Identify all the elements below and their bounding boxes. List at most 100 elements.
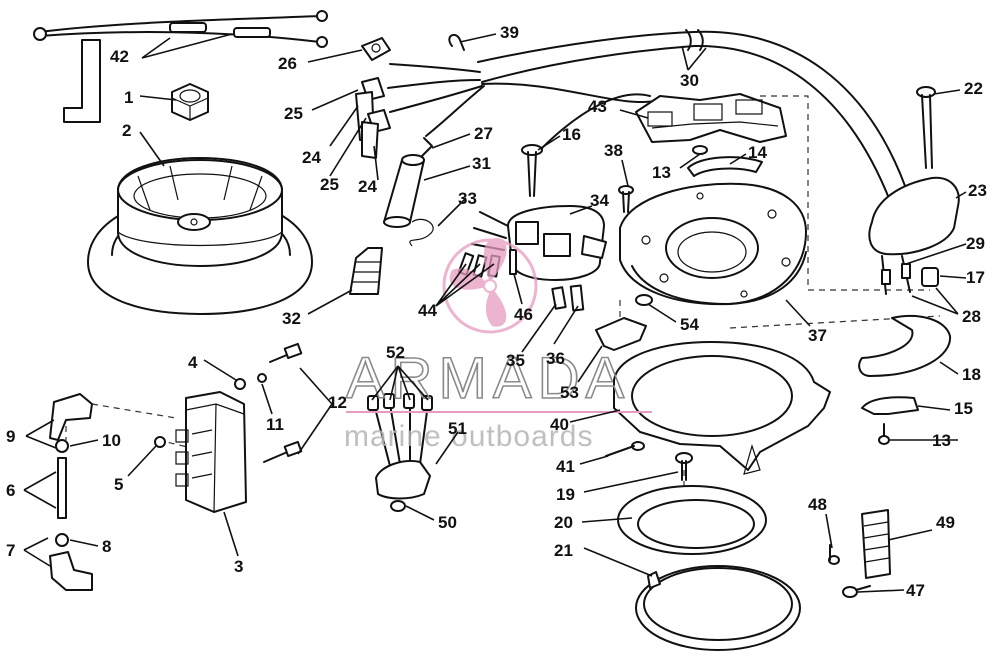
part-22-bolt (916, 86, 936, 169)
part-53-sensor (595, 317, 647, 351)
callout-32: 32 (282, 309, 301, 328)
callout-3: 3 (234, 557, 243, 576)
part-4-5-11-12-hardware (154, 342, 303, 463)
callout-27: 27 (474, 124, 493, 143)
part-1-flywheel-nut (171, 83, 209, 121)
callout-1: 1 (124, 88, 133, 107)
part-9-10-boot (49, 393, 93, 453)
part-27-wire-terminal (419, 137, 433, 159)
leader-lines (23, 33, 967, 593)
part-3-power-pack (175, 391, 247, 513)
callout-39: 39 (500, 23, 519, 42)
part-48-screw (828, 544, 840, 565)
callout-33: 33 (458, 189, 477, 208)
part-54-screw (635, 294, 653, 306)
part-47-screw (842, 585, 871, 598)
callout-23: 23 (968, 181, 987, 200)
callout-15: 15 (954, 399, 973, 418)
callout-34: 34 (590, 191, 609, 210)
part-24-25-spark-plug-boots (355, 77, 391, 159)
callout-40: 40 (550, 415, 569, 434)
part-50-51-52-rectifier (367, 393, 433, 512)
callout-43: 43 (588, 97, 607, 116)
callout-13-upper: 13 (652, 163, 671, 182)
part-14-retainer (687, 156, 763, 177)
watermark-brand: ARMADA (346, 346, 630, 411)
callout-12: 12 (328, 393, 347, 412)
callout-24-lower: 24 (358, 177, 377, 196)
part-23-housing (868, 176, 960, 256)
callout-46: 46 (514, 305, 533, 324)
callout-38: 38 (604, 141, 623, 160)
callout-18: 18 (962, 365, 981, 384)
callout-29: 29 (966, 234, 985, 253)
callout-28: 28 (962, 307, 981, 326)
callout-48: 48 (808, 495, 827, 514)
callout-11: 11 (266, 415, 284, 434)
part-41-screw (605, 441, 645, 457)
part-39-clip (448, 33, 465, 51)
part-32-boot (349, 247, 383, 295)
callout-26: 26 (278, 54, 297, 73)
part-19-screw (675, 452, 693, 481)
part-2-flywheel (87, 157, 313, 315)
part-37-armature-plate (619, 182, 807, 306)
callout-14: 14 (748, 143, 767, 162)
callout-2: 2 (122, 121, 131, 140)
callout-25-upper: 25 (284, 104, 303, 123)
callout-13-lower: 13 (932, 431, 951, 450)
callout-42: 42 (110, 47, 129, 66)
part-6-jumper (57, 457, 67, 519)
callout-21: 21 (554, 541, 573, 560)
callout-44: 44 (418, 301, 437, 320)
part-15-clamp (861, 396, 919, 415)
part-13-screw-lower (878, 423, 890, 445)
part-38-screw (618, 185, 634, 213)
armada-watermark: ARMADA marine outboards (344, 237, 652, 453)
callout-37: 37 (808, 326, 827, 345)
callout-36: 36 (546, 349, 565, 368)
part-21-ring (635, 565, 801, 651)
callout-54: 54 (680, 315, 699, 334)
part-31-sleeve (383, 154, 425, 228)
callout-20: 20 (554, 513, 573, 532)
callout-24-upper: 24 (302, 148, 321, 167)
callout-52: 52 (386, 343, 405, 362)
callout-25-lower: 25 (320, 175, 339, 194)
callout-8: 8 (102, 537, 111, 556)
callout-4: 4 (188, 353, 198, 372)
part-42-wire-harness (33, 10, 328, 123)
part-33-ground-wire (409, 218, 434, 247)
part-26-ring-terminal (361, 37, 391, 61)
part-40-retainer-plate (613, 341, 831, 475)
callout-7: 7 (6, 541, 15, 560)
callout-50: 50 (438, 513, 457, 532)
part-43-timer-base (635, 93, 787, 143)
callout-6: 6 (6, 481, 15, 500)
part-18-shield (858, 315, 952, 377)
callout-10: 10 (102, 431, 121, 450)
part-13-screw-upper (692, 145, 708, 155)
callout-17: 17 (966, 268, 985, 287)
watermark-tagline: marine outboards (344, 420, 593, 453)
part-20-ring (617, 485, 767, 555)
callout-49: 49 (936, 513, 955, 532)
callout-16: 16 (562, 125, 581, 144)
part-7-8-boot (49, 533, 93, 591)
callout-22: 22 (964, 79, 983, 98)
callout-19: 19 (556, 485, 575, 504)
callout-47: 47 (906, 581, 925, 600)
callout-numbers: 42 1 2 26 39 30 25 24 25 24 27 31 33 16 … (6, 23, 987, 600)
callout-30: 30 (680, 71, 699, 90)
part-17-28-29-terminals (881, 255, 939, 295)
callout-51: 51 (448, 419, 467, 438)
part-16-screw (521, 144, 543, 197)
callout-31: 31 (472, 154, 491, 173)
callout-9: 9 (6, 427, 15, 446)
part-34-ignition-coil (471, 205, 607, 281)
callout-5: 5 (114, 475, 123, 494)
callout-53: 53 (560, 383, 579, 402)
callout-35: 35 (506, 351, 525, 370)
part-30-harness-sleeve (387, 29, 911, 207)
